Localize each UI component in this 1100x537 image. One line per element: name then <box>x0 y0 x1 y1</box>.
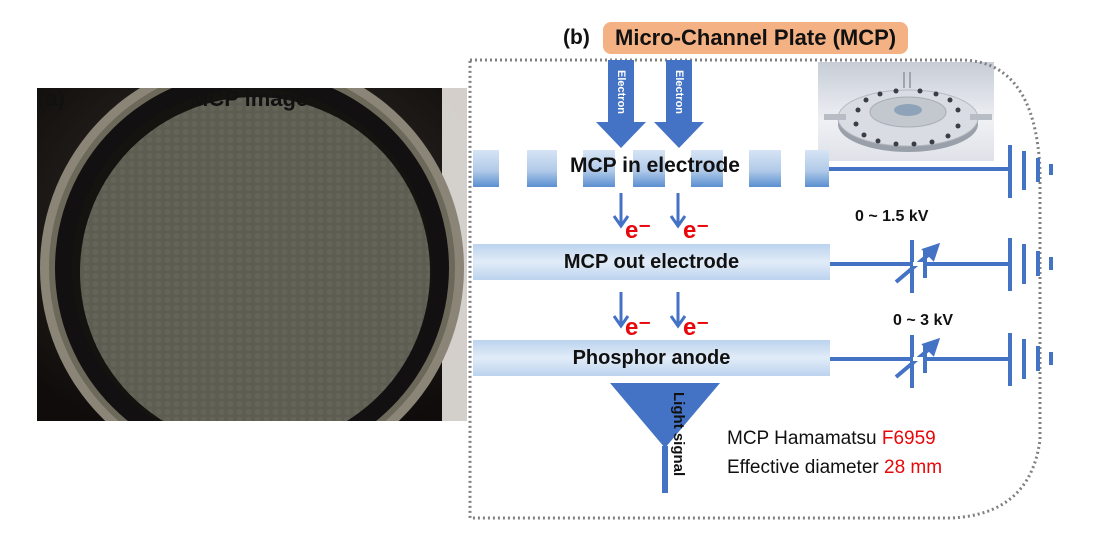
mcp-assembly-graphic <box>824 72 992 152</box>
ground-icon <box>1008 145 1053 198</box>
voltage-label-anode: 0 ~ 3 kV <box>893 312 954 329</box>
electron-arrow-2 <box>654 60 704 148</box>
voltage-label-out: 0 ~ 1.5 kV <box>855 208 929 225</box>
dotted-border <box>468 58 1042 520</box>
spec-line-diameter: Effective diameter 28 mm <box>727 457 942 479</box>
electron-arrow-1 <box>596 60 646 148</box>
variable-source-icon <box>894 240 941 293</box>
electron-symbol: e⁻ <box>625 314 652 341</box>
mcp-in-electrode <box>473 150 829 187</box>
ground-icon <box>1008 333 1053 386</box>
variable-source-icon <box>894 335 941 388</box>
panel-b-label: (b) <box>563 26 590 49</box>
panel-a-label: (a) <box>38 86 65 111</box>
panel-a-title: MCP image <box>190 86 309 111</box>
electron-arrow-label-2: Electron <box>664 64 694 120</box>
phosphor-anode-label: Phosphor anode <box>572 347 731 369</box>
spec-line-model: MCP Hamamatsu F6959 <box>727 428 936 450</box>
phosphor-anode <box>473 340 830 376</box>
small-arrow <box>612 193 687 229</box>
spec-diameter-text: Effective diameter <box>727 457 885 478</box>
mcp-in-electrode-label: MCP in electrode <box>570 154 740 177</box>
mcp-photo <box>37 88 467 421</box>
spec-diameter-value: 28 mm <box>884 457 943 478</box>
electron-label: Electron <box>673 69 685 114</box>
electron-arrow-label-1: Electron <box>606 64 636 120</box>
electron-label: Electron <box>615 69 627 114</box>
light-signal-funnel <box>610 383 720 493</box>
mcp-assembly-photo <box>818 62 994 161</box>
mcp-out-electrode-label: MCP out electrode <box>563 251 740 273</box>
panel-b-title: Micro-Channel Plate (MCP) <box>603 22 909 54</box>
spec-model-value: F6959 <box>881 428 936 449</box>
light-signal-label: Light signal <box>670 392 687 477</box>
electron-symbol: e⁻ <box>683 217 710 244</box>
electron-symbol: e⁻ <box>625 217 652 244</box>
mcp-photo-graphic <box>37 88 467 421</box>
small-arrow <box>612 292 687 329</box>
spec-model-text: MCP Hamamatsu <box>727 428 882 449</box>
electron-symbol: e⁻ <box>683 314 710 341</box>
ground-icon <box>1008 238 1053 291</box>
mcp-out-electrode <box>473 244 830 280</box>
